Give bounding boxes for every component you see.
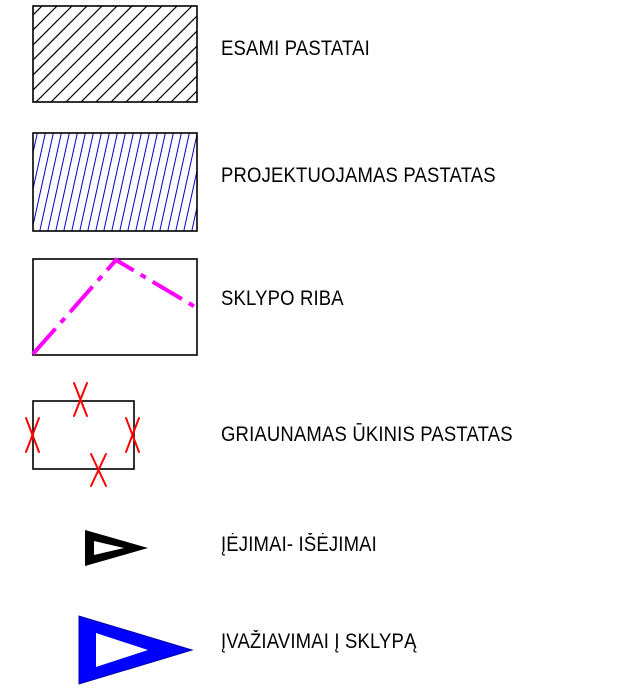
legend-label-entrances-exits: ĮĖJIMAI- IŠĖJIMAI: [221, 533, 377, 556]
black-hatch-swatch-icon: [32, 5, 198, 103]
blue-hatch-swatch-icon: [32, 132, 198, 232]
legend-label-existing-buildings: ESAMI PASTATAI: [221, 37, 370, 60]
demolition-cross-swatch-icon: [25, 382, 140, 487]
legend-item-vehicle-entrances: ĮVAŽIAVIMAI Į SKLYPĄ: [0, 605, 636, 690]
vehicle-entrance-arrow-icon: [78, 615, 194, 685]
entrance-arrow-icon: [85, 530, 148, 566]
legend-item-plot-boundary: SKLYPO RIBA: [0, 252, 636, 362]
legend-item-designed-building: PROJEKTUOJAMAS PASTATAS: [0, 125, 636, 235]
legend-item-demolished-building: GRIAUNAMAS ŪKINIS PASTATAS: [0, 380, 636, 490]
plot-boundary-swatch-icon: [31, 257, 199, 356]
legend-label-designed-building: PROJEKTUOJAMAS PASTATAS: [221, 164, 496, 187]
legend-item-existing-buildings: ESAMI PASTATAI: [0, 0, 636, 110]
legend-item-entrances-exits: ĮĖJIMAI- IŠĖJIMAI: [0, 515, 636, 585]
legend-label-plot-boundary: SKLYPO RIBA: [221, 287, 344, 310]
legend-label-vehicle-entrances: ĮVAŽIAVIMAI Į SKLYPĄ: [221, 630, 417, 653]
legend-label-demolished-building: GRIAUNAMAS ŪKINIS PASTATAS: [221, 423, 513, 446]
